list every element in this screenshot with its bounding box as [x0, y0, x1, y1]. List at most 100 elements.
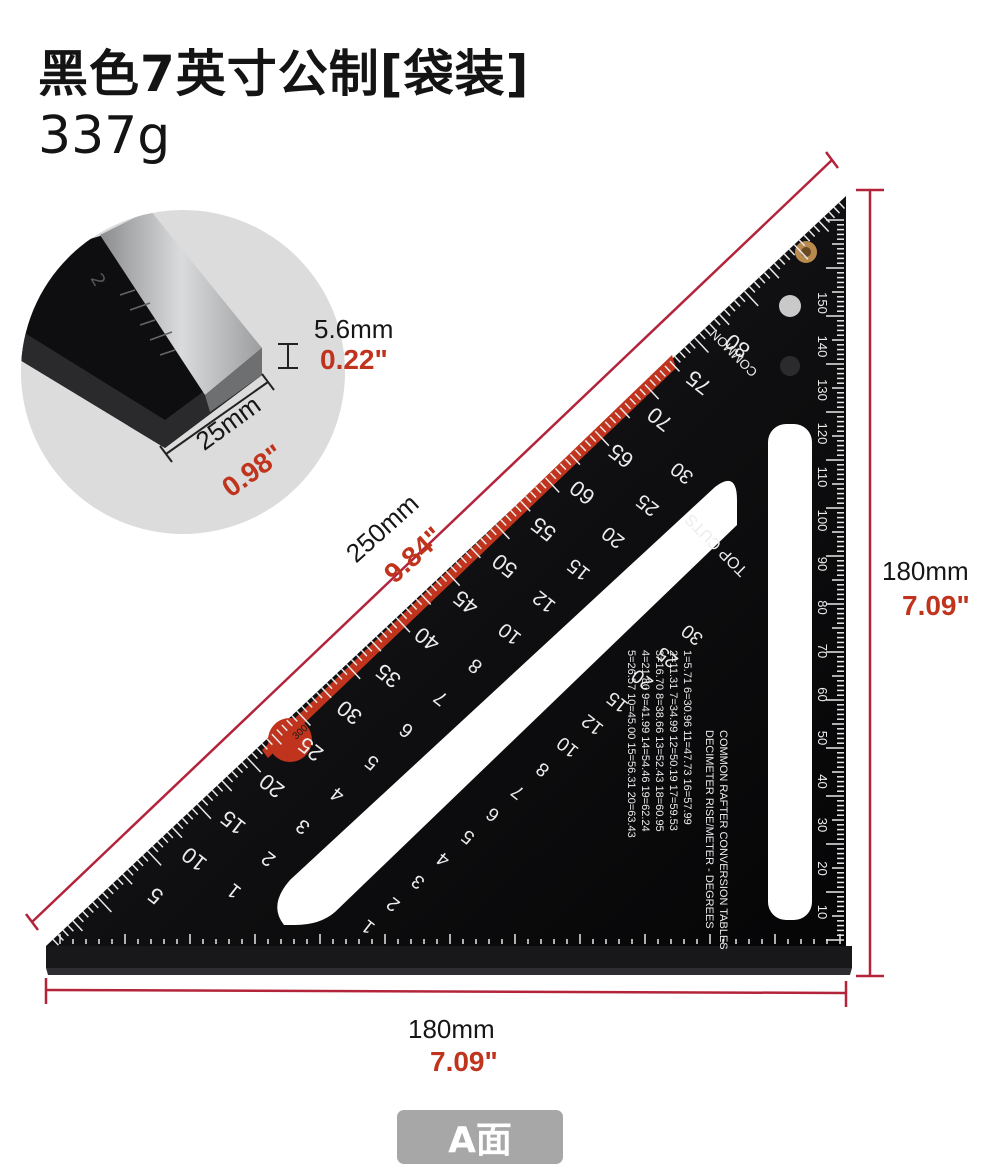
product-title: 黑色7英寸公制[袋装] — [38, 45, 530, 103]
hypotenuse-tick — [72, 920, 83, 932]
hypotenuse-tick — [176, 822, 184, 830]
right-side-in: 7.09" — [902, 590, 970, 621]
hypotenuse-tick — [455, 561, 462, 569]
table-line: 5=26.57 10=45.00 15=56.31 20=63.43 — [625, 650, 637, 838]
hypotenuse-tick — [564, 458, 572, 466]
hypotenuse-tick — [360, 649, 368, 657]
hypotenuse-tick — [271, 733, 282, 745]
hypotenuse-tick — [470, 547, 481, 559]
hypotenuse-tick — [181, 817, 189, 825]
hypotenuse-tick — [236, 766, 244, 774]
hypotenuse-tick — [450, 565, 457, 573]
hypotenuse-tick — [326, 682, 333, 690]
right-side-mm: 180mm — [882, 556, 969, 586]
hypotenuse-tick — [763, 272, 771, 279]
hypotenuse-tick — [231, 770, 239, 778]
hypotenuse-tick — [724, 309, 731, 317]
hypotenuse-tick — [549, 472, 557, 480]
hypotenuse-tick — [435, 579, 443, 587]
side-number: 140 — [815, 336, 830, 358]
hypotenuse-tick — [525, 495, 532, 503]
hypotenuse-tick — [345, 663, 361, 680]
hypotenuse-tick — [639, 388, 647, 396]
hypotenuse-tick — [430, 584, 438, 592]
hypotenuse-tick — [132, 864, 139, 872]
table-line: 1=5.71 6=30.96 11=47.73 16=57.99 — [681, 650, 693, 825]
hypotenuse-tick — [798, 239, 806, 247]
hypotenuse-tick — [92, 901, 99, 909]
hypotenuse-tick — [734, 300, 741, 307]
hypotenuse-tick — [425, 589, 433, 596]
hypotenuse-tick — [261, 742, 268, 750]
side-number: 20 — [815, 861, 830, 875]
hypotenuse-tick — [694, 337, 709, 353]
hypotenuse-tick — [748, 286, 756, 293]
side-number: 60 — [815, 687, 830, 701]
hypotenuse-tick — [191, 808, 199, 816]
hypotenuse-tick — [753, 281, 761, 289]
hypotenuse-tick — [410, 603, 418, 610]
hypotenuse-tick — [768, 267, 780, 279]
hypotenuse-tick — [669, 360, 680, 372]
hypotenuse-tick — [420, 593, 432, 606]
side-number: 30 — [815, 818, 830, 832]
hypotenuse-tick — [574, 449, 582, 457]
hypotenuse-tick — [773, 262, 781, 270]
hypotenuse-tick — [77, 915, 84, 923]
bottom-ticks — [59, 934, 841, 944]
hypotenuse-tick — [460, 556, 467, 564]
hypotenuse-tick — [604, 421, 612, 429]
hypotenuse-tick — [82, 910, 89, 918]
hypotenuse-tick — [609, 416, 617, 424]
thickness-in: 0.22" — [320, 344, 388, 375]
hypotenuse-tick — [221, 780, 233, 792]
side-number: 10 — [815, 905, 830, 919]
hypotenuse-tick — [704, 328, 711, 335]
hypotenuse-tick — [495, 523, 510, 540]
hypotenuse-tick — [520, 500, 531, 512]
hypotenuse-tick — [719, 314, 730, 326]
hypotenuse-tick — [539, 481, 547, 489]
side-number: 110 — [815, 467, 830, 488]
hypotenuse-tick — [679, 351, 686, 359]
hypotenuse-tick — [350, 659, 358, 666]
hypotenuse-tick — [599, 425, 607, 433]
table-line: 2=11.31 7=34.99 12=50.19 17=59.53 — [667, 650, 679, 831]
hypotenuse-tick — [629, 397, 637, 405]
bottom-in: 7.09" — [430, 1046, 498, 1077]
hypotenuse-tick — [97, 896, 112, 913]
hypotenuse-tick — [808, 230, 816, 237]
hypotenuse-tick — [291, 715, 298, 722]
hypotenuse-tick — [445, 570, 461, 587]
hypotenuse-tick — [67, 924, 74, 932]
hypotenuse-tick — [584, 439, 592, 447]
hypotenuse-tick — [654, 374, 661, 382]
hypotenuse-tick — [296, 710, 311, 726]
side-number: 150 — [815, 292, 830, 314]
hypotenuse-tick — [709, 323, 716, 331]
hypotenuse-tick — [649, 379, 656, 387]
hypotenuse-tick — [674, 356, 681, 363]
table-line: 3=16.70 8=38.66 13=52.43 18=60.95 — [653, 650, 665, 832]
hypotenuse-tick — [311, 696, 318, 704]
side-ticks — [826, 219, 844, 941]
hypotenuse-tick — [833, 206, 841, 214]
hypotenuse-tick — [729, 304, 736, 312]
hypotenuse-tick — [301, 705, 308, 713]
hypotenuse-tick — [500, 519, 507, 527]
hypotenuse-tick — [171, 826, 183, 839]
hypotenuse-tick — [624, 402, 632, 410]
conversion-table: COMMON RAFTER CONVERSION TABLES DECIMETE… — [625, 650, 729, 950]
hypotenuse-tick — [405, 607, 413, 615]
side-number: 100 — [815, 510, 830, 532]
product-weight: 337g — [38, 106, 171, 166]
hypotenuse-tick — [336, 673, 343, 680]
hypotenuse-tick — [102, 892, 109, 900]
hypotenuse-tick — [475, 542, 482, 550]
hypotenuse-tick — [594, 430, 610, 447]
hypotenuse-tick — [535, 486, 542, 494]
hypotenuse-tick — [141, 854, 149, 862]
table-title-2: DECIMETER RISE/METER - DEGREES — [703, 730, 715, 929]
hypotenuse-tick — [355, 654, 363, 662]
hypotenuse-tick — [146, 850, 162, 866]
